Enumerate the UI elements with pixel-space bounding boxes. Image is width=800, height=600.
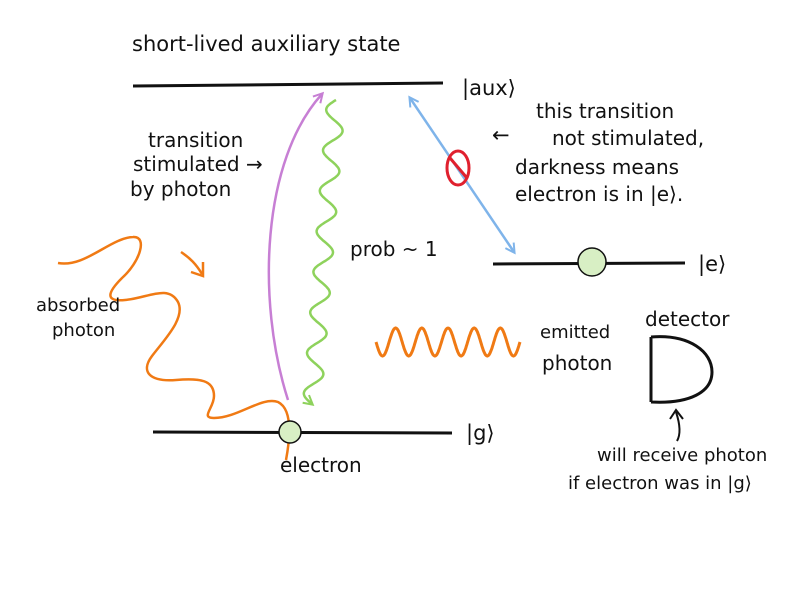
aux-state-title: short-lived auxiliary state [132, 32, 400, 56]
stimulated-label-line2: stimulated → [133, 152, 263, 176]
stimulated-label-line1: transition [148, 128, 243, 152]
emitted-label-line1: emitted [540, 322, 610, 343]
forbidden-icon [445, 149, 471, 187]
note-arrow-glyph: ← [492, 123, 510, 147]
electron-g-level [278, 420, 302, 444]
absorbed-photon-path [57, 235, 291, 461]
stimulated-transition-arrow [267, 94, 322, 401]
emitted-photon-wave [374, 326, 522, 358]
g-ket-label: |g⟩ [466, 421, 495, 446]
aux-ket-label: |aux⟩ [462, 76, 516, 101]
prob-label: prob ~ 1 [350, 237, 438, 261]
detector-icon [649, 335, 714, 404]
note-line1: this transition [536, 99, 674, 123]
electron-e-level [577, 247, 607, 277]
receive-label-line1: will receive photon [597, 445, 767, 466]
g-level-line [152, 430, 453, 435]
decay-wavy-arrow [304, 98, 344, 404]
receive-label-line2: if electron was in |g⟩ [568, 473, 752, 494]
note-line3: darkness means [515, 155, 679, 179]
note-line4: electron is in |e⟩. [515, 182, 683, 206]
blocked-transition-arrow [410, 98, 514, 252]
photon-direction-arrow [180, 250, 205, 278]
note-line2: not stimulated, [552, 126, 704, 150]
emitted-label-line2: photon [542, 351, 612, 375]
absorbed-label-line1: absorbed [36, 295, 120, 316]
detector-pointer-arrow [669, 408, 684, 442]
electron-label: electron [280, 453, 362, 477]
stimulated-label-line3: by photon [130, 177, 231, 201]
aux-level-line [132, 81, 444, 88]
detector-label: detector [645, 307, 730, 331]
absorbed-label-line2: photon [52, 320, 115, 341]
e-ket-label: |e⟩ [698, 252, 726, 277]
